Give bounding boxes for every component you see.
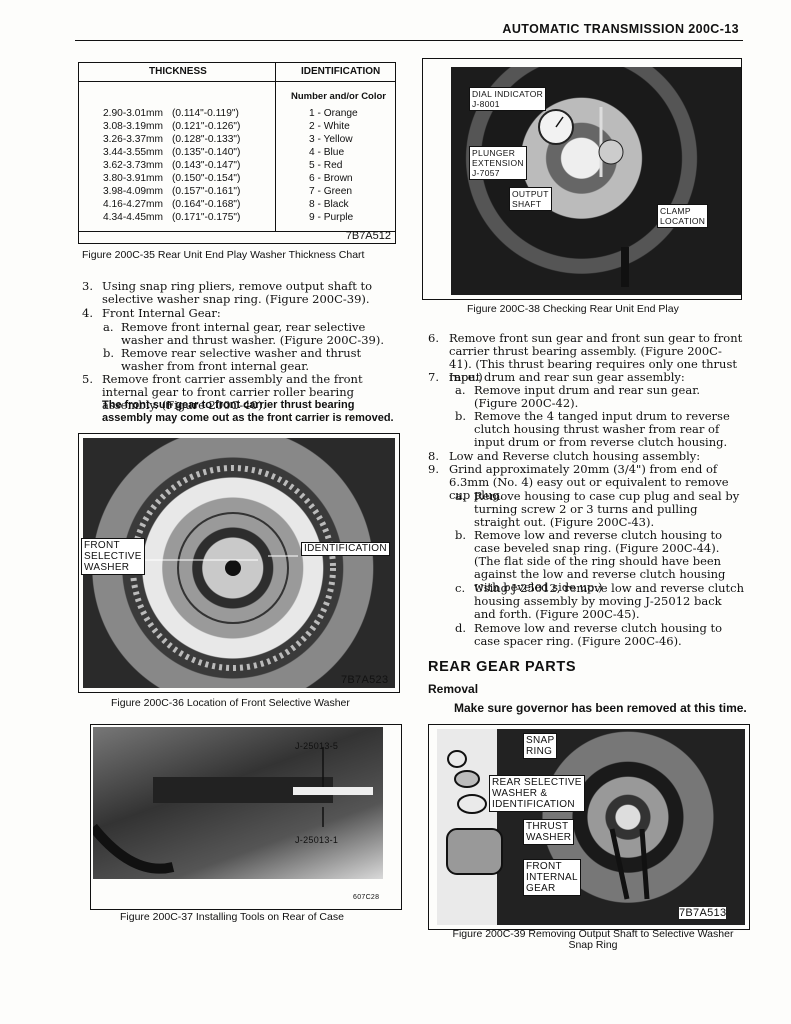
step-9: 9. Grind approximately 20mm (3/4") from … [428,462,729,502]
step-4a: a. Remove front internal gear, rear sele… [103,320,384,347]
figure-code: 7B7A523 [341,674,389,686]
label-tool-j25013-1: J-25013-1 [295,835,339,845]
thickness-inch-cell: (0.128"-0.133") [172,134,241,145]
thickness-mm-cell: 4.16-4.27mm [103,199,164,210]
section-title: REAR GEAR PARTS [428,659,577,675]
label-tool-j25013-5: J-25013-5 [295,741,339,751]
gear-drawing [130,465,336,671]
step-9a: a. Remove housing to case cup plug and s… [455,489,740,529]
thickness-mm-cell: 3.44-3.55mm [103,147,164,158]
thickness-mm-cell: 3.26-3.37mm [103,134,164,145]
identification-cell: 7 - Green [309,186,353,197]
step-8: 8. Low and Reverse clutch housing assemb… [428,449,701,463]
label-front-internal-gear: FRONT INTERNAL GEAR [523,859,581,896]
label-rear-selective-washer: REAR SELECTIVE WASHER & IDENTIFICATION [489,775,585,812]
table-row: 3.62-3.73mm (0.143"-0.147") 5 - Red [79,159,395,172]
column-subheader: Number and/or Color [291,91,387,102]
thickness-inch-cell: (0.143"-0.147") [172,160,241,171]
thickness-inch-cell: (0.135"-0.140") [172,147,241,158]
figure-caption-38: Figure 200C-38 Checking Rear Unit End Pl… [467,303,679,315]
label-identification: IDENTIFICATION [301,542,390,556]
identification-cell: 2 - White [309,121,350,132]
label-clamp-location: CLAMP LOCATION [657,204,709,228]
step-9c: c. Using J-25012, remove low and reverse… [455,581,745,621]
step-6: 6. Remove front sun gear and front sun g… [428,331,743,384]
figure-caption-39: Figure 200C-39 Removing Output Shaft to … [452,928,734,951]
label-snap-ring: SNAP RING [523,733,558,759]
thickness-inch-cell: (0.171"-0.175") [172,212,241,223]
table-row: 4.16-4.27mm (0.164"-0.168") 8 - Black [79,198,395,211]
label-thrust-washer: THRUST WASHER [523,819,575,845]
thickness-chart-table: THICKNESS IDENTIFICATION Number and/or C… [78,62,396,244]
output-shaft-removal-photo [437,729,745,925]
table-row: 3.98-4.09mm (0.157"-0.161") 7 - Green [79,185,395,198]
header-rule [75,40,743,41]
governor-note: Make sure governor has been removed at t… [454,701,747,715]
identification-cell: 1 - Orange [309,108,358,119]
figure-caption-36: Figure 200C-36 Location of Front Selecti… [111,697,350,709]
step-7a: a. Remove input drum and rear sun gear. … [455,383,701,410]
thickness-inch-cell: (0.121"-0.126") [172,121,241,132]
step-7b: b. Remove the 4 tanged input drum to rev… [455,409,730,449]
warning-note: The front sun gear to front carrier thru… [102,399,394,424]
figure-code: 607C28 [353,894,380,901]
figure-38-frame: DIAL INDICATOR J-8001 PLUNGER EXTENSION … [422,58,742,300]
table-row: 3.26-3.37mm (0.128"-0.133") 3 - Yellow [79,133,395,146]
label-plunger-extension: PLUNGER EXTENSION J-7057 [469,146,527,180]
tool-drawing [93,747,373,874]
label-output-shaft: OUTPUT SHAFT [509,187,552,211]
identification-cell: 5 - Red [309,160,343,171]
figure-39-frame: SNAP RING REAR SELECTIVE WASHER & IDENTI… [428,724,750,930]
figure-caption-35: Figure 200C-35 Rear Unit End Play Washer… [82,249,365,261]
thickness-mm-cell: 3.98-4.09mm [103,186,164,197]
tools-on-case-photo [93,727,383,879]
table-divider [275,63,276,231]
table-row: 3.08-3.19mm (0.121"-0.126") 2 - White [79,120,395,133]
gear-parts-drawing [437,729,650,925]
thickness-mm-cell: 4.34-4.45mm [103,212,164,223]
table-divider [79,231,395,232]
label-front-selective-washer: FRONT SELECTIVE WASHER [81,538,145,575]
step-3: 3. Using snap ring pliers, remove output… [82,279,373,306]
table-row: 3.80-3.91mm (0.150"-0.154") 6 - Brown [79,172,395,185]
thickness-inch-cell: (0.164"-0.168") [172,199,241,210]
table-divider [79,81,395,82]
thickness-inch-cell: (0.114"-0.119") [172,108,239,119]
step-4b: b. Remove rear selective washer and thru… [103,346,362,373]
identification-cell: 4 - Blue [309,147,345,158]
table-row: 4.34-4.45mm (0.171"-0.175") 9 - Purple [79,211,395,224]
thickness-inch-cell: (0.150"-0.154") [172,173,241,184]
identification-cell: 3 - Yellow [309,134,353,145]
figure-code: 7B7A513 [679,907,727,919]
figure-caption-37: Figure 200C-37 Installing Tools on Rear … [120,911,344,923]
table-row: 2.90-3.01mm (0.114"-0.119") 1 - Orange [79,107,395,120]
step-9d: d. Remove low and reverse clutch housing… [455,621,723,648]
step-5: 5. Remove front carrier assembly and the… [82,372,363,412]
step-7: 7. Input drum and rear sun gear assembly… [428,370,685,384]
thickness-mm-cell: 2.90-3.01mm [103,108,164,119]
thickness-mm-cell: 3.08-3.19mm [103,121,164,132]
figure-36-frame: FRONT SELECTIVE WASHER IDENTIFICATION 7B… [78,433,400,693]
thickness-mm-cell: 3.80-3.91mm [103,173,164,184]
subsection-title: Removal [428,682,479,696]
dial-indicator-drawing [538,107,629,287]
thickness-mm-cell: 3.62-3.73mm [103,160,164,171]
label-dial-indicator: DIAL INDICATOR J-8001 [469,87,547,111]
identification-cell: 6 - Brown [309,173,353,184]
column-header-thickness: THICKNESS [149,66,207,77]
thickness-inch-cell: (0.157"-0.161") [172,186,241,197]
step-4: 4. Front Internal Gear: [82,306,221,320]
figure-code: 7B7A512 [345,230,391,242]
table-row: 3.44-3.55mm (0.135"-0.140") 4 - Blue [79,146,395,159]
step-9b: b. Remove low and reverse clutch housing… [455,528,726,594]
identification-cell: 9 - Purple [309,212,354,223]
identification-cell: 8 - Black [309,199,349,210]
page-header: AUTOMATIC TRANSMISSION 200C-13 [502,22,739,36]
column-header-identification: IDENTIFICATION [301,66,381,77]
figure-37-frame: J-25013-5 J-25013-1 607C28 [90,724,402,910]
